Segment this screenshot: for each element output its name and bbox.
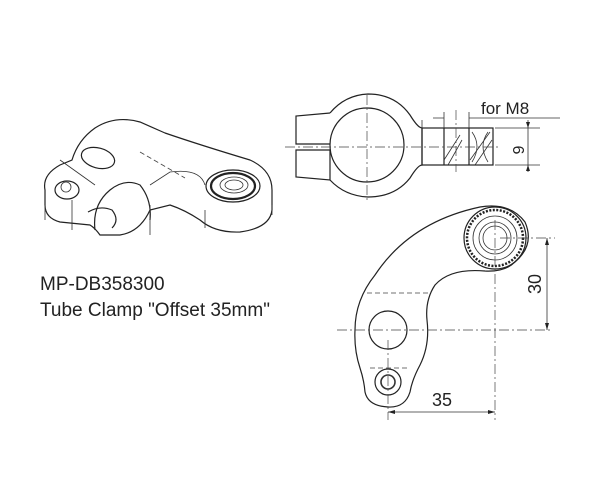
front-view: 30 35 [337, 205, 555, 420]
isometric-view [43, 118, 273, 236]
height-dimension: 6 [509, 146, 526, 155]
part-description: Tube Clamp "Offset 35mm" [40, 300, 270, 321]
horizontal-dimension: 35 [432, 390, 452, 410]
vertical-dimension: 30 [525, 274, 545, 294]
thread-label: for M8 [481, 99, 529, 118]
part-number: MP-DB358300 [40, 274, 165, 295]
top-view: for M8 6 [285, 93, 560, 200]
